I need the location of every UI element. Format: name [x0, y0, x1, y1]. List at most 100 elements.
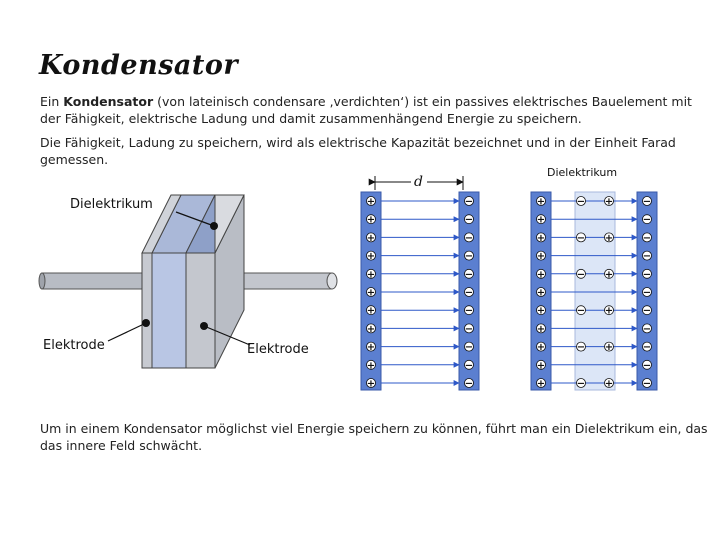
charge-plus-right-circle [536, 323, 546, 334]
charge-plus-right-circle [536, 250, 546, 261]
charge-plus-left-symbol: + [367, 379, 375, 390]
dipole-plus-symbol: + [605, 233, 613, 244]
charge-minus-left-circle [464, 250, 474, 261]
dipole-plus-symbol: + [605, 342, 613, 353]
dielectric-pointer-line [175, 211, 215, 227]
dipole-plus-circle [604, 196, 614, 206]
charge-plus-right-symbol: + [537, 269, 545, 280]
charge-plus-right-circle [536, 232, 546, 243]
charge-plus-right-symbol: + [537, 306, 545, 317]
capacitor-illustration: Dielektrikum Elektrode Elektrode [38, 194, 338, 369]
charge-minus-right-circle [642, 250, 652, 261]
charge-minus-right-circle [642, 232, 652, 243]
dipole-plus-circle [604, 341, 614, 352]
charge-plus-left-circle [366, 305, 376, 316]
charge-plus-right-symbol: + [537, 342, 545, 353]
charge-minus-left-circle [464, 305, 474, 316]
dipole-minus-symbol: − [577, 269, 585, 280]
dipole-minus-symbol: − [577, 342, 585, 353]
intro-paragraph: Ein Kondensator (von lateinisch condensa… [40, 93, 710, 127]
dipole-minus-circle [576, 305, 586, 316]
charge-plus-right-symbol: + [537, 197, 545, 208]
dipole-minus-symbol: − [577, 306, 585, 317]
charge-minus-right-symbol: − [643, 324, 651, 335]
charge-plus-left-symbol: + [367, 233, 375, 244]
intro-lead: Ein [40, 94, 64, 109]
charge-plus-right-symbol: + [537, 215, 545, 226]
charge-minus-right-symbol: − [643, 251, 651, 262]
charge-plus-right-symbol: + [537, 324, 545, 335]
dipole-minus-symbol: − [577, 197, 585, 208]
charge-plus-right-circle [536, 196, 546, 206]
charge-minus-right-circle [642, 323, 652, 334]
charge-plus-right-circle [536, 214, 546, 225]
dipole-minus-circle [576, 341, 586, 352]
charge-plus-left-symbol: + [367, 251, 375, 262]
charge-plus-left-symbol: + [367, 269, 375, 280]
dipole-plus-circle [604, 378, 614, 388]
charge-minus-left-symbol: − [465, 306, 473, 317]
charge-minus-left-circle [464, 287, 474, 297]
charge-plus-left-symbol: + [367, 215, 375, 226]
charge-plus-left-symbol: + [367, 324, 375, 335]
charge-plus-right-circle [536, 341, 546, 352]
label-electrode-left: Elektrode [43, 338, 105, 353]
charge-plus-left-symbol: + [367, 360, 375, 371]
charge-minus-right-symbol: − [643, 215, 651, 226]
charge-plus-left-circle [366, 323, 376, 334]
charge-minus-left-symbol: − [465, 379, 473, 390]
charge-minus-left-symbol: − [465, 197, 473, 208]
dipole-plus-circle [604, 305, 614, 316]
charge-minus-left-symbol: − [465, 288, 473, 299]
dipole-plus-circle [604, 232, 614, 243]
rear-plate-front [185, 252, 216, 369]
charge-minus-left-symbol: − [465, 342, 473, 353]
charge-plus-left-circle [366, 341, 376, 352]
charge-minus-left-circle [464, 323, 474, 334]
capacity-paragraph: Die Fähigkeit, Ladung zu speichern, wird… [40, 135, 676, 167]
dipole-minus-circle [576, 378, 586, 388]
charge-plus-left-circle [366, 250, 376, 261]
dipole-plus-symbol: + [605, 306, 613, 317]
charge-minus-right-symbol: − [643, 342, 651, 353]
charge-minus-right-circle [642, 268, 652, 279]
intro-term: Kondensator [63, 94, 154, 109]
charge-plus-left-circle [366, 196, 376, 206]
left-lead-end [38, 272, 46, 290]
charge-minus-right-symbol: − [643, 197, 651, 208]
charge-minus-left-symbol: − [465, 215, 473, 226]
dielectric-paragraph: Um in einem Kondensator möglichst viel E… [40, 421, 708, 453]
charge-minus-left-symbol: − [465, 233, 473, 244]
charge-minus-right-circle [642, 378, 652, 388]
dipole-plus-symbol: + [605, 379, 613, 390]
charge-plus-right-circle [536, 359, 546, 370]
charge-plus-left-symbol: + [367, 306, 375, 317]
label-electrode-right: Elektrode [247, 342, 309, 357]
charge-minus-right-circle [642, 196, 652, 206]
dipole-minus-circle [576, 196, 586, 206]
charge-plus-right-symbol: + [537, 379, 545, 390]
charge-plus-left-circle [366, 287, 376, 297]
dielectric-label: Dielektrikum [547, 166, 617, 179]
field-diagram: d Dielektrikum +−+−−++−+−+−+−−++−+−+−+−−… [360, 166, 658, 391]
front-electrode [141, 252, 153, 369]
dipole-minus-symbol: − [577, 379, 585, 390]
dipole-plus-symbol: + [605, 269, 613, 280]
charge-plus-right-circle [536, 305, 546, 316]
charge-plus-left-circle [366, 378, 376, 388]
charge-minus-right-symbol: − [643, 269, 651, 280]
charge-minus-right-symbol: − [643, 288, 651, 299]
page-title: Kondensator [39, 50, 239, 81]
dipole-plus-symbol: + [605, 197, 613, 208]
dipole-minus-symbol: − [577, 233, 585, 244]
charge-minus-left-circle [464, 214, 474, 225]
dielectric-front [151, 252, 187, 369]
charge-minus-left-circle [464, 232, 474, 243]
charge-plus-right-symbol: + [537, 360, 545, 371]
charge-plus-left-symbol: + [367, 288, 375, 299]
left-electrode-pointer-line [107, 322, 147, 342]
charge-plus-left-symbol: + [367, 342, 375, 353]
charge-minus-right-symbol: − [643, 379, 651, 390]
charge-plus-left-circle [366, 232, 376, 243]
charge-plus-right-symbol: + [537, 251, 545, 262]
